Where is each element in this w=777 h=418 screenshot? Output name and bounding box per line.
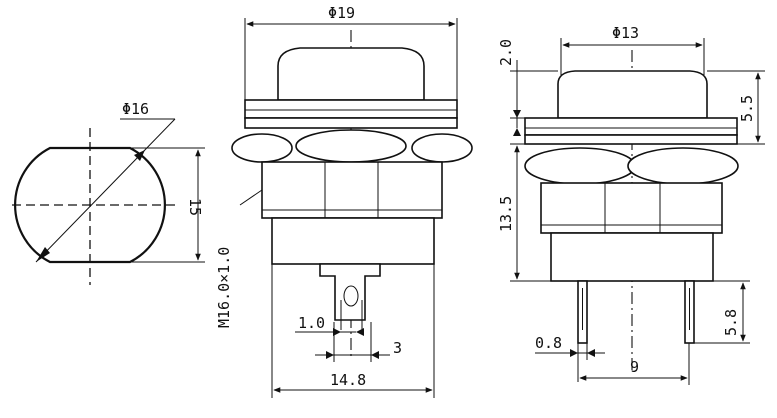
cap-to-nut-label: 5.5	[738, 95, 756, 122]
hole-diameter-label: Φ16	[122, 100, 149, 118]
side-nut-right	[627, 147, 739, 185]
terminal-spacing-label: 3	[393, 339, 402, 357]
body-width-label: 14.8	[330, 371, 366, 389]
terminal-width-label: 1.0	[298, 314, 325, 332]
pin-length-label: 5.8	[722, 309, 740, 336]
pin-thickness-label: 0.8	[535, 334, 562, 352]
side-lower-body	[550, 232, 714, 282]
front-nut-center	[295, 129, 407, 163]
front-flange	[244, 99, 458, 119]
button-height-label: 2.0	[497, 39, 515, 66]
side-flange	[524, 117, 738, 136]
front-lower-body	[271, 217, 435, 265]
hole-diameter-leader	[35, 118, 176, 263]
front-nut-left	[231, 133, 293, 163]
front-button-cap	[277, 47, 425, 101]
button-diameter-label: Φ13	[612, 24, 639, 42]
front-view: Φ19 M16.0×1.0 1.0	[215, 4, 473, 398]
front-nut-right	[411, 133, 473, 163]
side-nut-left	[524, 147, 636, 185]
body-height-label: 13.5	[497, 196, 515, 232]
pin-pitch-label: 9	[630, 358, 639, 376]
side-view: Φ13 2.0 5.5	[497, 24, 765, 385]
side-button-cap	[557, 70, 708, 119]
thread-label: M16.0×1.0	[215, 247, 233, 328]
flat-height-label: 15	[186, 198, 204, 216]
cap-diameter-label: Φ19	[328, 4, 355, 22]
front-terminal	[319, 263, 381, 321]
panel-hole-view: Φ16 15	[12, 100, 205, 285]
